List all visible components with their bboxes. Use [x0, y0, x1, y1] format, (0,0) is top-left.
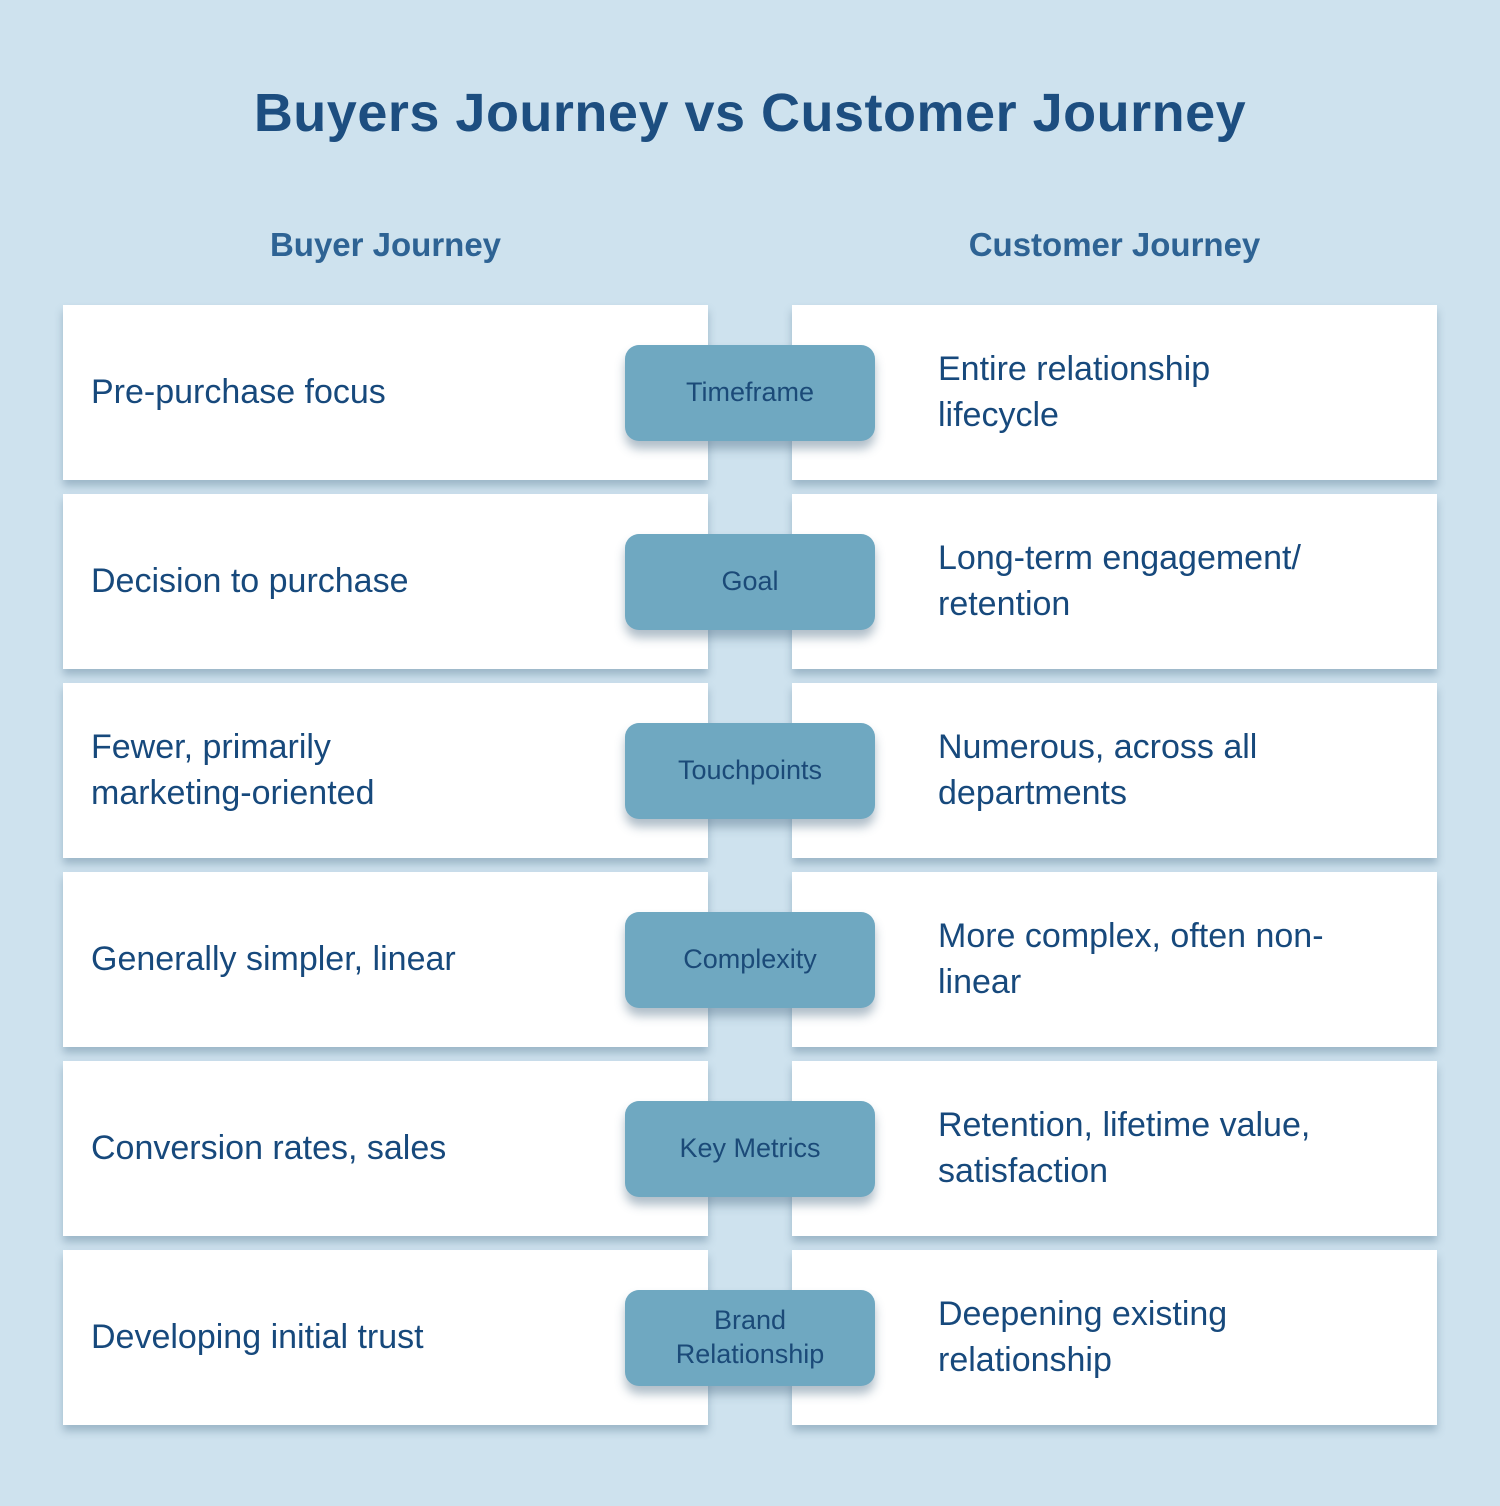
customer-card-text: Numerous, across all departments [938, 727, 1258, 812]
buyer-card-text: Decision to purchase [91, 561, 409, 600]
buyer-card-text: Pre-purchase focus [91, 372, 386, 411]
comparison-row: Fewer, primarily marketing-oriented Nume… [63, 683, 1437, 858]
dimension-label: Brand Relationship [625, 1289, 875, 1386]
comparison-row: Decision to purchase Long-term engagemen… [63, 494, 1437, 669]
comparison-row: Pre-purchase focus Entire relationship l… [63, 305, 1437, 480]
customer-card-text: Deepening existing relationship [938, 1294, 1228, 1379]
buyer-card-text: Generally simpler, linear [91, 939, 456, 978]
customer-card-text: Retention, lifetime value, satisfaction [938, 1105, 1311, 1190]
page-title: Buyers Journey vs Customer Journey [253, 83, 1247, 143]
dimension-label: Complexity [625, 911, 875, 1008]
customer-card-text: More complex, often non- linear [938, 916, 1324, 1001]
buyer-card: Conversion rates, sales [63, 1061, 708, 1236]
dimension-label: Touchpoints [625, 722, 875, 819]
comparison-row: Developing initial trust Deepening exist… [63, 1250, 1437, 1425]
buyer-card: Decision to purchase [63, 494, 708, 669]
customer-card: Long-term engagement/ retention [792, 494, 1437, 669]
buyer-card-text: Developing initial trust [91, 1317, 424, 1356]
customer-card: Retention, lifetime value, satisfaction [792, 1061, 1437, 1236]
customer-card: More complex, often non- linear [792, 872, 1437, 1047]
comparison-row: Conversion rates, sales Retention, lifet… [63, 1061, 1437, 1236]
buyer-card: Fewer, primarily marketing-oriented [63, 683, 708, 858]
buyer-card: Generally simpler, linear [63, 872, 708, 1047]
customer-card: Entire relationship lifecycle [792, 305, 1437, 480]
dimension-label: Goal [625, 533, 875, 630]
column-header-customer: Customer Journey [968, 226, 1261, 263]
comparison-rows: Pre-purchase focus Entire relationship l… [63, 305, 1437, 1439]
dimension-label: Key Metrics [625, 1100, 875, 1197]
column-header-buyer: Buyer Journey [269, 226, 502, 263]
buyer-card-text: Fewer, primarily marketing-oriented [91, 727, 375, 812]
customer-card: Numerous, across all departments [792, 683, 1437, 858]
buyer-card-text: Conversion rates, sales [91, 1128, 447, 1167]
comparison-row: Generally simpler, linear More complex, … [63, 872, 1437, 1047]
buyer-card: Developing initial trust [63, 1250, 708, 1425]
customer-card-text: Long-term engagement/ retention [938, 538, 1301, 623]
customer-card: Deepening existing relationship [792, 1250, 1437, 1425]
buyer-card: Pre-purchase focus [63, 305, 708, 480]
customer-card-text: Entire relationship lifecycle [938, 349, 1211, 434]
dimension-label: Timeframe [625, 344, 875, 441]
